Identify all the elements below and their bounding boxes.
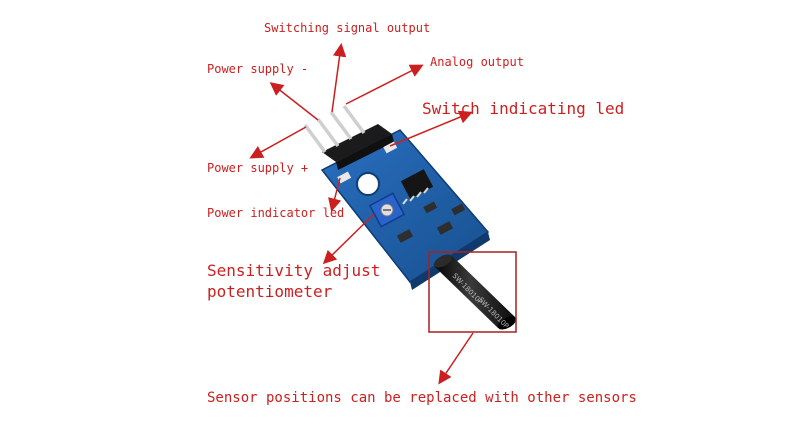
label-power-supply-plus: Power supply + <box>207 161 308 175</box>
arrow-potentiometer <box>325 214 374 262</box>
label-analog-output: Analog output <box>430 55 524 69</box>
arrow-sensor-note <box>440 333 473 382</box>
arrow-power-minus <box>272 84 318 120</box>
arrow-power-plus <box>252 127 306 157</box>
label-power-indicator-led: Power indicator led <box>207 206 344 220</box>
mounting-hole <box>357 173 379 195</box>
label-potentiometer: potentiometer <box>207 282 332 301</box>
label-switching-signal-output: Switching signal output <box>264 21 430 35</box>
arrow-switching-output <box>332 46 341 112</box>
label-sensitivity-adjust: Sensitivity adjust <box>207 261 380 280</box>
label-sensor-note: Sensor positions can be replaced with ot… <box>207 390 637 406</box>
arrow-analog-output <box>346 66 421 104</box>
label-power-supply-minus: Power supply - <box>207 62 308 76</box>
tilt-sensor: SW-18010P SW-18010P <box>432 252 518 332</box>
label-switch-indicating-led: Switch indicating led <box>422 99 624 118</box>
